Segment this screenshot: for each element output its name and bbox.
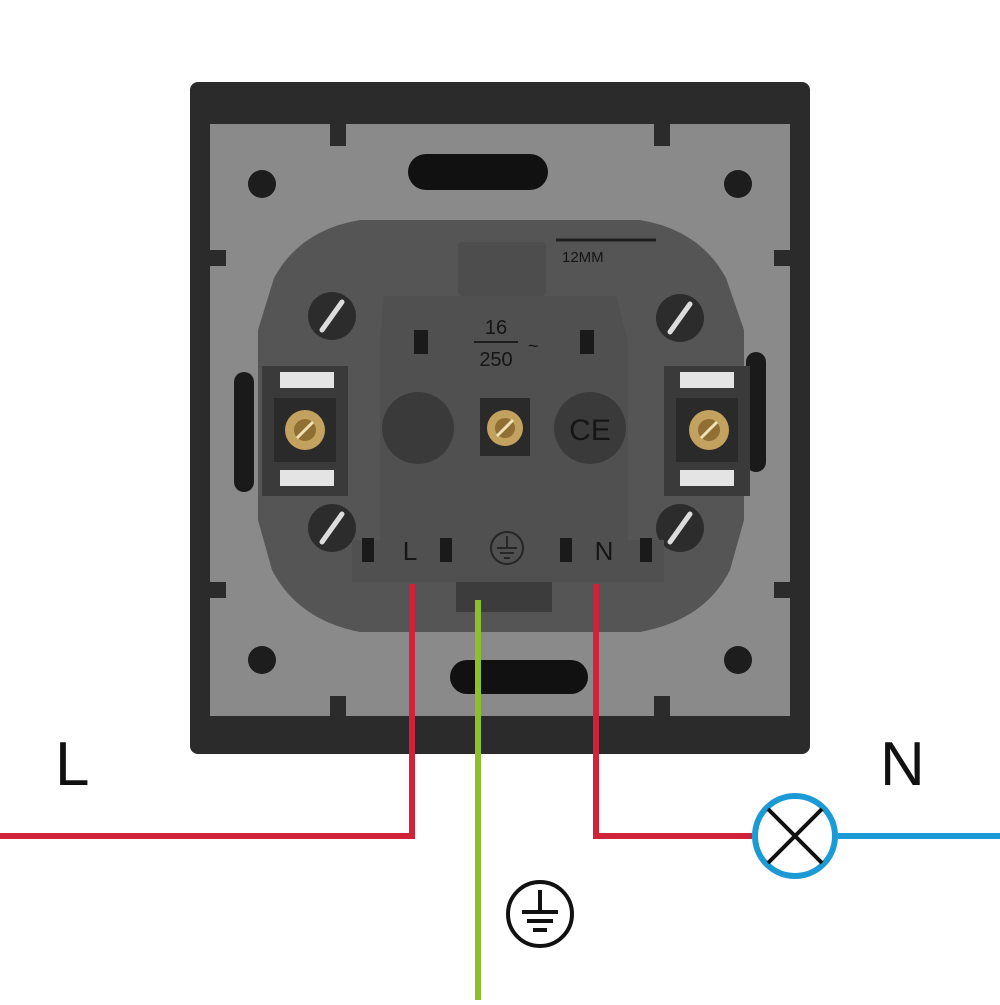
neutral-terminal-clamp [664, 366, 750, 496]
terminal-earth-icon [490, 531, 524, 565]
rating-ac-symbol: ~ [528, 336, 539, 356]
terminal-label-neutral: N [595, 536, 614, 566]
line-terminal-clamp [262, 366, 348, 496]
mounting-slot [450, 660, 588, 694]
neutral-wire-socket-side [593, 584, 752, 839]
mounting-hole [724, 646, 752, 674]
rating-voltage: 250 [479, 349, 512, 371]
contact-slot [362, 538, 374, 562]
neutral-label: N [880, 730, 925, 799]
mounting-hole [724, 170, 752, 198]
mounting-slot [746, 352, 766, 472]
depth-marking: 12MM [562, 249, 604, 266]
ce-mark: CE [569, 414, 611, 447]
mounting-hole [248, 646, 276, 674]
protective-earth-icon [506, 880, 574, 948]
rating-current: 16 [485, 317, 507, 339]
line-label: L [55, 730, 90, 799]
terminal-label-line: L [403, 536, 417, 566]
line-wire [0, 584, 415, 839]
contact-slot [440, 538, 452, 562]
mounting-hole [248, 170, 276, 198]
contact-slot [560, 538, 572, 562]
contact-slot [640, 538, 652, 562]
contact-slot [414, 330, 428, 354]
socket-pin-hole [382, 392, 454, 464]
ce-mark-disc [554, 392, 626, 464]
contact-slot [580, 330, 594, 354]
mounting-slot [234, 372, 254, 492]
socket-top-tab [458, 242, 546, 296]
mounting-slot [408, 154, 548, 190]
lamp-icon [752, 793, 838, 879]
